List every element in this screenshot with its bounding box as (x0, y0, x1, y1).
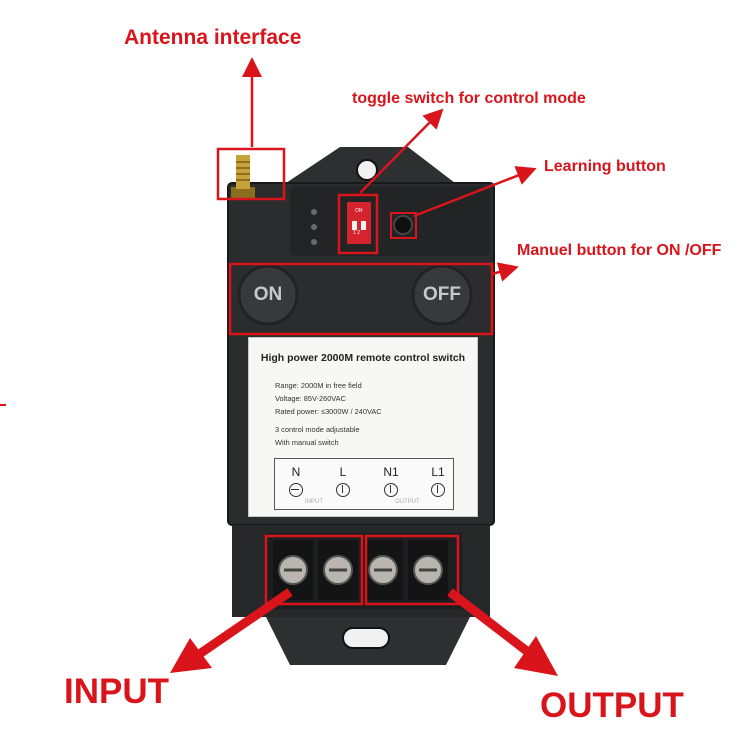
learning-button[interactable] (393, 215, 413, 235)
terminal-diagram: N L N1 L1 INPUT OUTPUT (274, 458, 454, 510)
terminal-symbol (431, 483, 445, 497)
on-button[interactable] (237, 264, 299, 326)
output-callout: OUTPUT (540, 686, 684, 725)
manual-buttons-highlight-box (228, 262, 494, 336)
antenna-base (231, 187, 255, 199)
terminal-symbol (289, 483, 303, 497)
bottom-mount-slot (342, 627, 390, 649)
dip-switch-lever[interactable] (361, 221, 366, 230)
input-arrowhead (170, 638, 212, 673)
manual-arrow (491, 262, 519, 282)
product-label: High power 2000M remote control switch R… (248, 337, 478, 517)
spec-voltage: Voltage: 85V-260VAC (275, 394, 346, 403)
spec-manual: With manual switch (275, 438, 339, 447)
led-indicator (311, 209, 317, 215)
terminal-label-n1: N1 (383, 465, 399, 479)
dip-on-label: ON (355, 208, 363, 214)
learning-callout: Learning button (544, 158, 666, 175)
on-button-label: ON (253, 284, 283, 305)
top-mount-hole (356, 159, 378, 181)
terminal-symbol (384, 483, 398, 497)
terminal-symbol (336, 483, 350, 497)
learning-highlight-box (390, 212, 417, 239)
antenna-highlight-box (216, 147, 286, 201)
toggle-highlight-box (337, 193, 379, 255)
output-arrow (447, 588, 531, 656)
spec-mode: 3 control mode adjustable (275, 425, 360, 434)
led-indicator (311, 239, 317, 245)
dip-switch-lever[interactable] (352, 221, 357, 230)
antenna-callout: Antenna interface (124, 26, 302, 49)
product-label-title: High power 2000M remote control switch (260, 352, 466, 364)
terminal-label-l1: L1 (431, 465, 445, 479)
terminal-in-label: INPUT (305, 499, 323, 505)
learning-arrow (413, 166, 537, 218)
dip-numbers-label: 1 2 (353, 230, 360, 236)
off-button[interactable] (411, 264, 473, 326)
terminal-label-n: N (291, 465, 301, 479)
input-highlight-box (264, 534, 364, 606)
terminal-label-l: L (339, 465, 347, 479)
input-arrow (195, 588, 293, 659)
spec-range: Range: 2000M in free field (275, 381, 362, 390)
led-indicator (311, 224, 317, 230)
terminal-out-label: OUTPUT (395, 499, 420, 505)
antenna-connector[interactable] (236, 155, 250, 189)
toggle-callout: toggle switch for control mode (352, 90, 586, 107)
dip-switch[interactable] (347, 202, 371, 244)
off-button-label: OFF (423, 284, 461, 305)
input-callout: INPUT (64, 672, 169, 711)
output-arrowhead (514, 636, 558, 676)
spec-power: Rated power: ≤3000W / 240VAC (275, 407, 382, 416)
output-highlight-box (364, 534, 460, 606)
manual-callout: Manuel button for ON /OFF (517, 242, 722, 259)
toggle-arrow (359, 108, 444, 194)
